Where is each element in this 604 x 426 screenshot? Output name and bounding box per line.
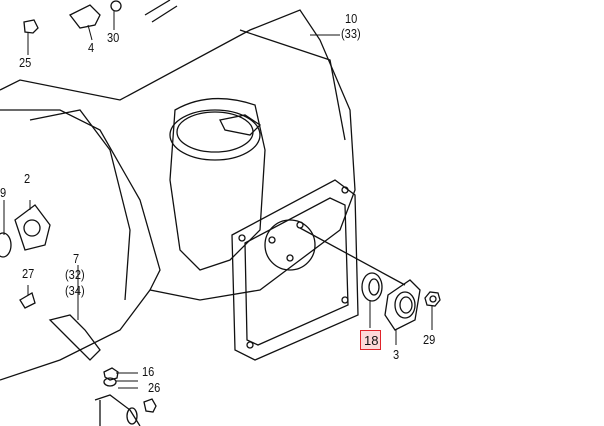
- housing-panel: [29, 109, 131, 301]
- frame: [231, 179, 359, 361]
- callout-27: 27: [22, 266, 35, 281]
- callout-2: 2: [24, 171, 31, 186]
- callout-30: 30: [107, 30, 120, 45]
- chute: [169, 97, 266, 271]
- callout-29: 29: [423, 332, 436, 347]
- callout-3: 3: [393, 347, 400, 362]
- callout-10: 10: [345, 11, 358, 26]
- callout-16: 16: [142, 364, 155, 379]
- callout-7: 7: [73, 251, 80, 266]
- callout-18: 18: [364, 333, 379, 348]
- callout-9: 9: [0, 185, 7, 200]
- callout-33: (33): [341, 26, 361, 41]
- leader-lines: [3, 11, 433, 389]
- flange-3: [384, 279, 421, 331]
- housing-outline: [0, 9, 356, 381]
- housing-inner-line: [0, 109, 161, 291]
- callout-32: (32): [65, 267, 85, 282]
- callout-4: 4: [88, 40, 95, 55]
- callout-34: (34): [65, 283, 85, 298]
- highlighted-callout-18[interactable]: 18: [360, 330, 381, 350]
- callout-25: 25: [19, 55, 32, 70]
- callout-26: 26: [148, 380, 161, 395]
- bearing-18: [361, 272, 383, 302]
- nut-29: [424, 291, 441, 307]
- plate-2: [14, 204, 51, 251]
